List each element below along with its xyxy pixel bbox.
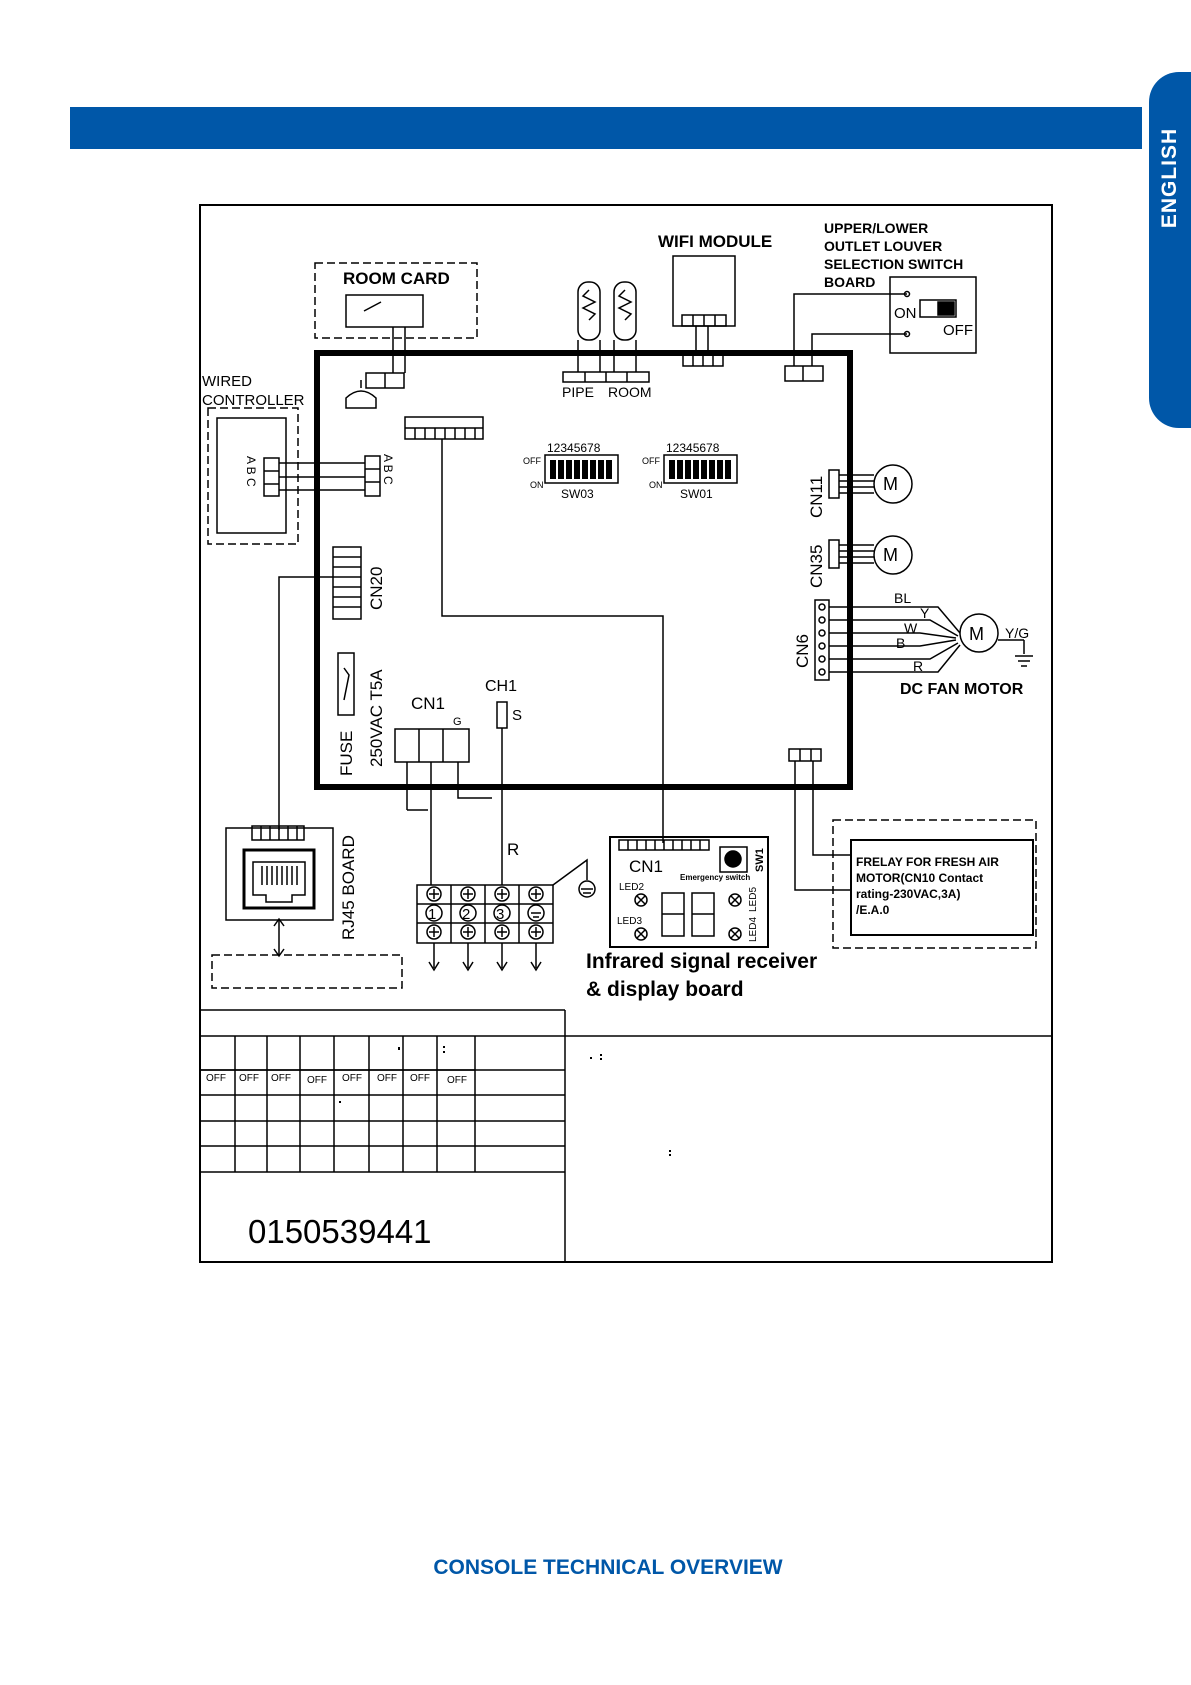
table-off-2: OFF (239, 1073, 259, 1084)
rj45-board (225, 827, 334, 921)
infrared-label-1: Infrared signal receiver (586, 950, 817, 973)
room-card-relay (345, 294, 424, 328)
fuse-label: FUSE (337, 731, 356, 776)
cn11-connector (828, 469, 840, 499)
dc-fan-motor-label: DC FAN MOTOR (900, 681, 1024, 698)
infrared-label-2: & display board (586, 978, 744, 1001)
wire-r: R (913, 658, 923, 674)
wire-yg: Y/G (1005, 625, 1029, 641)
sw01-dip (663, 454, 738, 484)
room-sensor-right (613, 281, 637, 341)
wired-controller-label-1: WIRED (202, 373, 252, 390)
emergency-switch (719, 846, 748, 873)
cn35-connector (828, 539, 840, 569)
led3-label: LED3 (617, 916, 642, 927)
sw03-off: OFF (523, 456, 541, 466)
room-label: ROOM (608, 384, 652, 400)
pipe-sensor-left (577, 281, 601, 341)
led5-label: LED5 (748, 887, 759, 912)
cn11-label: CN11 (807, 476, 826, 518)
rj45-dashed-box (211, 954, 403, 989)
rj45-board-label: RJ45 BOARD (339, 835, 358, 940)
wire-y: Y (920, 605, 930, 621)
ch1-label: CH1 (485, 678, 517, 695)
wire-bl: BL (894, 590, 911, 606)
terminal-2: 2 (462, 906, 470, 923)
cn6-label: CN6 (793, 634, 812, 668)
footer-title: CONSOLE TECHNICAL OVERVIEW (433, 1556, 783, 1579)
louver-label-1: UPPER/LOWER (824, 220, 928, 236)
sw01-on: ON (649, 480, 663, 490)
cn35-motor-label: M (883, 545, 898, 565)
louver-off-label: OFF (943, 322, 973, 339)
table-off-4: OFF (307, 1075, 327, 1086)
table-off-5: OFF (342, 1073, 362, 1084)
cn35-label: CN35 (807, 545, 826, 588)
wired-controller-box (207, 407, 299, 545)
sw1-label: SW1 (754, 848, 766, 872)
table-off-3: OFF (271, 1073, 291, 1084)
emergency-switch-label: Emergency switch (680, 873, 750, 882)
ch1-s-label: S (512, 707, 522, 724)
cn35-motor (873, 535, 913, 575)
table-off-7: OFF (410, 1073, 430, 1084)
display-board (609, 836, 769, 948)
relay-box (832, 819, 1037, 949)
cn6-connector (814, 599, 830, 681)
sw03-on: ON (530, 480, 544, 490)
fuse-rating-label: 250VAC T5A (367, 669, 386, 767)
display-cn1-label: CN1 (629, 857, 663, 876)
room-card-box (314, 262, 478, 339)
louver-label-3: SELECTION SWITCH (824, 256, 963, 272)
pipe-label: PIPE (562, 384, 594, 400)
wired-controller-abc-left: A B C (244, 456, 258, 487)
louver-label-2: OUTLET LOUVER (824, 238, 942, 254)
cn20-connector (332, 546, 362, 620)
cn1-g-label: G (453, 716, 462, 728)
sw03-dip (544, 454, 619, 484)
relay-label-2: MOTOR(CN10 Contact (856, 871, 983, 885)
r-label: R (507, 840, 519, 859)
sw01-label: SW01 (680, 487, 713, 501)
sw01-digits: 12345678 (666, 441, 720, 455)
relay-label-4: /E.A.0 (856, 903, 890, 917)
cn11-motor (873, 464, 913, 504)
fan-motor-label: M (969, 624, 984, 644)
led4-label: LED4 (748, 917, 759, 942)
diagram-frame (199, 204, 1053, 1263)
louver-label-4: BOARD (824, 274, 875, 290)
cn20-label: CN20 (367, 567, 386, 610)
wired-controller-label-2: CONTROLLER (202, 392, 305, 409)
sw03-digits: 12345678 (547, 441, 601, 455)
relay-label-1: FRELAY FOR FRESH AIR (856, 855, 999, 869)
led2-label: LED2 (619, 882, 644, 893)
cn1-connector (394, 728, 470, 763)
table-off-6: OFF (377, 1073, 397, 1084)
sw01-off: OFF (642, 456, 660, 466)
header-bar (70, 107, 1142, 149)
ch1-connector (496, 701, 508, 729)
cn11-motor-label: M (883, 474, 898, 494)
wire-b: B (896, 635, 905, 651)
dc-fan-motor (959, 613, 999, 653)
louver-on-label: ON (894, 305, 917, 322)
relay-label-3: rating-230VAC,3A) (856, 887, 960, 901)
cn1-label: CN1 (411, 694, 445, 713)
language-tab[interactable]: ENGLISH (1149, 72, 1191, 428)
main-board (314, 350, 853, 790)
relay-inner (850, 839, 1034, 936)
wire-w: W (904, 620, 918, 636)
wired-controller-abc-right: A B C (381, 454, 395, 485)
table-off-1: OFF (206, 1073, 226, 1084)
table-off-8: OFF (447, 1075, 467, 1086)
wifi-module-label: WIFI MODULE (658, 232, 772, 251)
fuse (337, 652, 355, 716)
room-card-label: ROOM CARD (343, 269, 450, 288)
terminal-1: 1 (428, 906, 436, 923)
louver-switch-board (889, 276, 977, 354)
part-number: 0150539441 (248, 1213, 432, 1250)
sw03-label: SW03 (561, 487, 594, 501)
terminal-3: 3 (496, 906, 504, 923)
